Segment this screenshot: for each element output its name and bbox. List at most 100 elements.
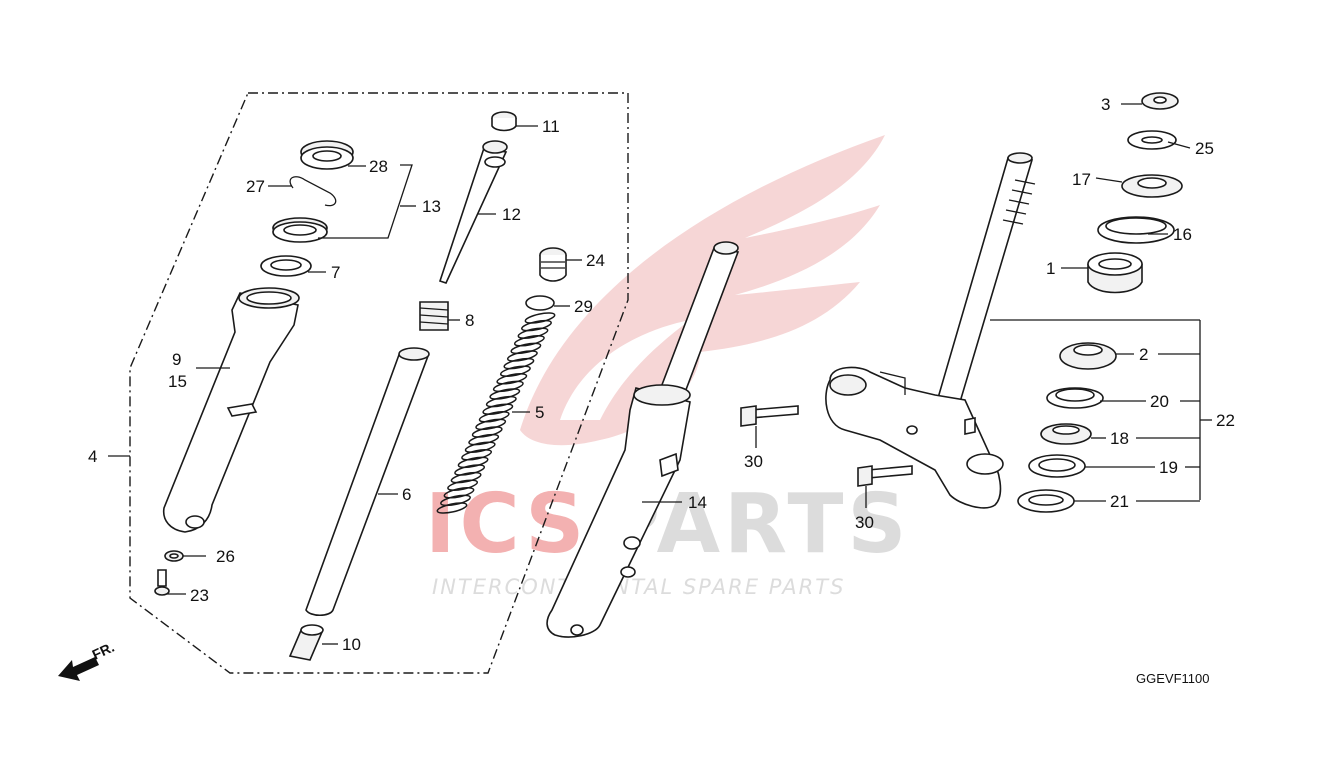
spring-coil [475,418,507,431]
callout-22: 22 [1216,411,1235,430]
callout-2: 2 [1139,345,1148,364]
part-14-fork-leg [546,241,740,638]
callout-5: 5 [535,403,544,422]
callout-7: 7 [331,263,340,282]
spring-coil [443,487,475,499]
spring-coil [496,373,528,385]
assembly-boundary-4 [129,92,629,674]
part-12-damper-rod [438,140,508,284]
part-20-bearing [1046,387,1104,409]
leader-lines [108,103,1212,645]
spring-coil [506,350,538,362]
spring-coil [468,433,500,446]
spring-coil [440,494,471,507]
callout-25: 25 [1195,139,1214,158]
callout-8: 8 [465,311,474,330]
callout-13: 13 [422,197,441,216]
damper-assembly [288,111,567,661]
callout-26: 26 [216,547,235,566]
callout-27: 27 [246,177,265,196]
callout-15: 15 [168,372,187,391]
part-7-washer [260,255,312,277]
part-1-race [1087,252,1143,294]
callout-28: 28 [369,157,388,176]
part-30-bolt-upper [740,405,799,427]
spring-coil [471,426,503,438]
callout-29: 29 [574,297,593,316]
front-arrow-label: FR. [90,639,117,663]
spring-coil [510,342,542,355]
callout-30-upper: 30 [744,452,763,471]
callout-9: 9 [172,350,181,369]
spring-coil [447,479,479,491]
part-19-seal [1028,454,1086,478]
spring-coil [436,502,468,514]
callout-24: 24 [586,251,605,270]
part-28-seal [300,140,354,170]
part-9-outer-tube [162,287,300,533]
bearing-stack [1017,92,1183,513]
part-6-inner-tube [305,347,430,617]
part-17-nut [1121,174,1183,198]
part-18-race [1040,423,1092,445]
part-27-clip [289,176,337,207]
part-21-washer [1017,489,1075,513]
spring-coil [454,464,486,476]
part-10-bush [288,624,324,661]
part-16-bearing [1097,216,1175,244]
part-24-bolt [539,247,567,282]
spring-coil [485,395,517,408]
callout-30-lower: 30 [855,513,874,532]
front-arrow-icon [58,657,99,681]
callout-labels: 3 25 17 16 1 2 20 22 18 19 21 30 30 14 1… [88,95,1235,654]
callout-17: 17 [1072,170,1091,189]
front-direction-indicator: FR. [58,639,117,681]
spring-coil [499,365,531,377]
callout-10: 10 [342,635,361,654]
part-26-washer [164,550,184,562]
watermark-brand-ics: ICS [425,477,588,572]
spring-coil [517,327,549,339]
callout-18: 18 [1110,429,1129,448]
callout-12: 12 [502,205,521,224]
spring-coil [457,456,489,469]
callout-19: 19 [1159,458,1178,477]
callout-20: 20 [1150,392,1169,411]
part-30-bolt-lower [857,465,913,487]
watermark-tagline: INTERCONTINENTAL SPARE PARTS [432,575,845,599]
steering-stem-assembly [825,152,1036,509]
watermark: ICS PARTS INTERCONTINENTAL SPARE PARTS [425,135,906,599]
spring-coil [503,357,535,370]
diagram-code: GGEVF1100 [1136,671,1209,686]
callout-3: 3 [1101,95,1110,114]
fork-leg-assembly [154,140,354,596]
callout-6: 6 [402,485,411,504]
spring-coil [482,403,514,415]
part-25-washer [1127,130,1177,150]
callout-14: 14 [688,493,707,512]
callout-21: 21 [1110,492,1129,511]
part-8-spring [419,301,449,331]
part-2-race [1059,342,1117,370]
spring-coil [461,449,493,461]
callout-23: 23 [190,586,209,605]
part-5-spring [436,312,556,514]
callout-4: 4 [88,447,97,466]
callout-1: 1 [1046,259,1055,278]
part-13-seal [272,217,328,243]
part-29-oring [525,295,555,311]
callout-16: 16 [1173,225,1192,244]
spring-coil [450,471,482,484]
part-11-bush [491,111,517,132]
spring-coil [521,319,552,332]
part-3-nut [1141,92,1179,110]
spring-coil [464,441,496,453]
spring-coil [492,380,524,393]
spring-coil [478,411,510,423]
part-23-bolt [154,569,170,596]
callout-11: 11 [542,117,560,136]
spring-coil [524,312,556,324]
spring-coil [489,388,521,400]
spring-coil [513,335,545,347]
